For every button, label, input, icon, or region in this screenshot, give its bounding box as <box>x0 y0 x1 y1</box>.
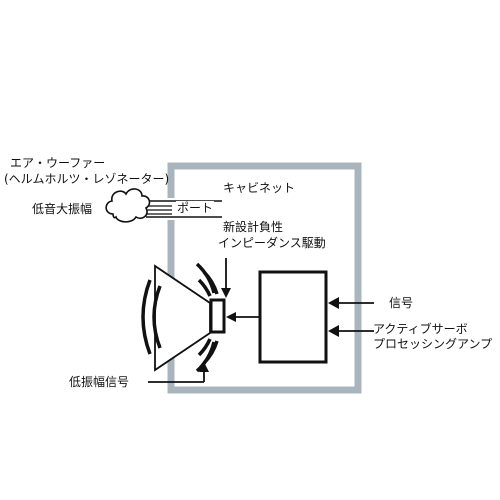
sound-wave-icon <box>197 338 212 357</box>
arrowhead <box>199 362 209 372</box>
new-design-label-line2: インピーダンス駆動 <box>218 236 326 250</box>
arrowhead <box>328 325 339 337</box>
amplifier-box <box>258 270 328 364</box>
low-amplitude-signal-label: 低振幅信号 <box>69 375 130 389</box>
sound-wave-icon <box>197 278 212 297</box>
cloud-icon <box>105 188 151 223</box>
amp-label-line2: プロセッシングアンプ <box>373 337 493 351</box>
arrowhead <box>221 288 231 298</box>
port-label: ポート <box>176 201 215 216</box>
sound-wave-icon <box>141 279 152 355</box>
low-freq-amplitude-label: 低音大振幅 <box>32 202 93 216</box>
arrowhead <box>328 297 339 309</box>
sound-wave-icon <box>152 285 162 349</box>
air-woofer-title: エア・ウーファー <box>10 156 106 170</box>
cabinet-outline <box>167 162 362 394</box>
cabinet-label: キャビネット <box>223 181 296 195</box>
sound-wave-icon <box>195 341 216 373</box>
new-design-label-line1: 新設計負性 <box>223 220 284 234</box>
speaker-magnet-icon <box>209 298 226 334</box>
arrowhead <box>226 312 236 322</box>
signal-label: 信号 <box>389 296 414 310</box>
sound-wave-icon <box>195 262 216 294</box>
amp-label-line1: アクティブサーボ <box>373 322 468 336</box>
air-woofer-subtitle: (ヘルムホルツ・レゾネーター) <box>4 172 170 186</box>
